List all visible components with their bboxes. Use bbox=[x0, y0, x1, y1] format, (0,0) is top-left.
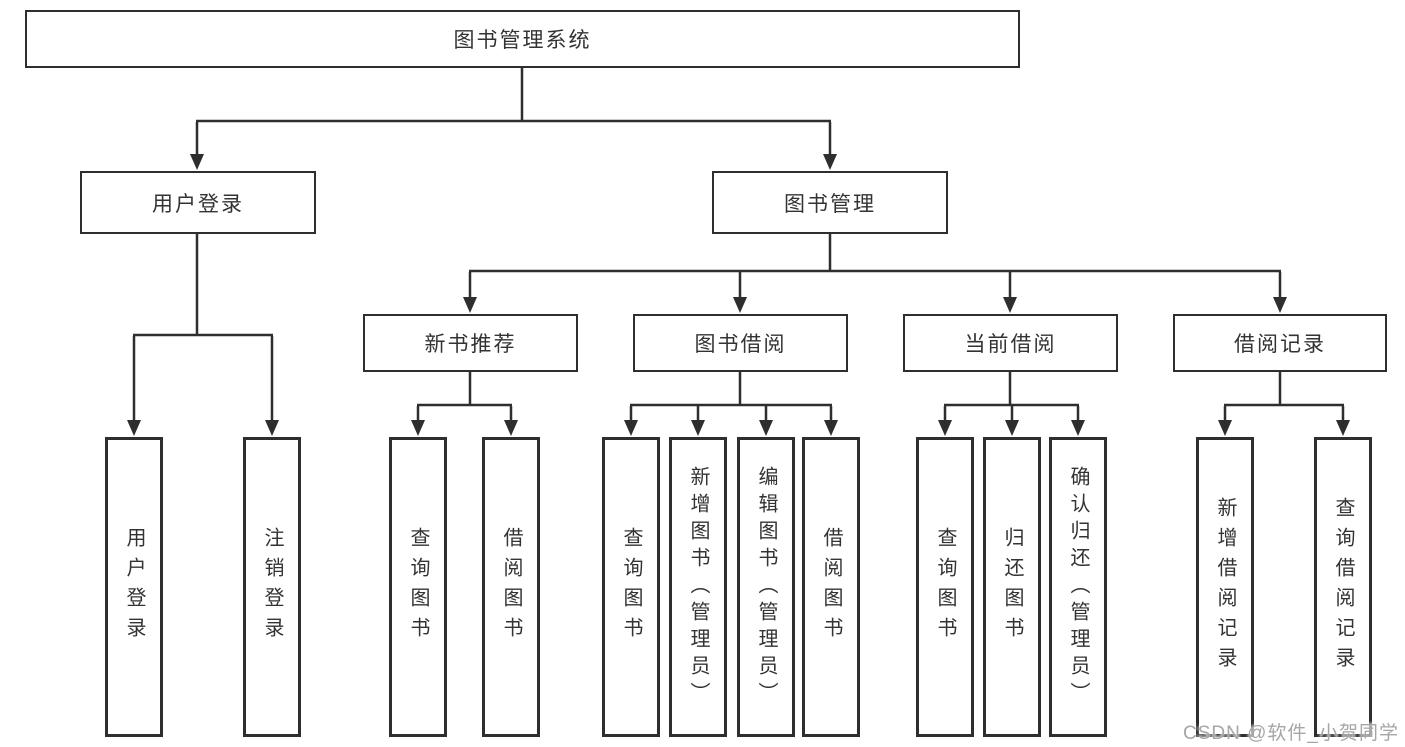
node-borrowing-records: 借阅记录 bbox=[1173, 314, 1387, 372]
leaf-borrow-books-recommend: 借阅图书 bbox=[482, 437, 540, 737]
leaf-user-login: 用户登录 bbox=[105, 437, 163, 737]
leaf-query-books-current: 查询图书 bbox=[916, 437, 974, 737]
node-book-management: 图书管理 bbox=[712, 171, 948, 234]
node-user-login: 用户登录 bbox=[80, 171, 316, 234]
leaf-add-book-admin: 新增图书（管理员） bbox=[669, 437, 727, 737]
leaf-add-borrow-record: 新增借阅记录 bbox=[1196, 437, 1254, 737]
node-book-borrowing: 图书借阅 bbox=[633, 314, 848, 372]
leaf-confirm-return-admin: 确认归还（管理员） bbox=[1049, 437, 1107, 737]
leaf-query-borrow-record: 查询借阅记录 bbox=[1314, 437, 1372, 737]
node-library-system: 图书管理系统 bbox=[25, 10, 1020, 68]
csdn-watermark: CSDN @软件_小贺同学 bbox=[1183, 723, 1399, 744]
connector-line bbox=[132, 68, 1345, 424]
leaf-logout: 注销登录 bbox=[243, 437, 301, 737]
leaf-return-book: 归还图书 bbox=[983, 437, 1041, 737]
node-current-borrowing: 当前借阅 bbox=[903, 314, 1118, 372]
node-new-book-recommend: 新书推荐 bbox=[363, 314, 578, 372]
leaf-query-books-borrowing: 查询图书 bbox=[602, 437, 660, 737]
leaf-query-books-recommend: 查询图书 bbox=[389, 437, 447, 737]
leaf-edit-book-admin: 编辑图书（管理员） bbox=[737, 437, 795, 737]
leaf-borrow-books-borrowing: 借阅图书 bbox=[802, 437, 860, 737]
